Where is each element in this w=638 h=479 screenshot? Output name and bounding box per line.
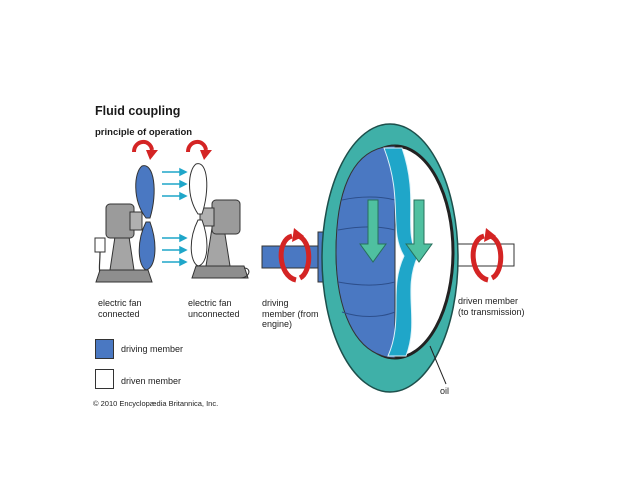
label-fan-connected: electric fan connected [98, 298, 142, 319]
copyright-notice: © 2010 Encyclopædia Britannica, Inc. [93, 399, 219, 408]
fan-connected-illustration [94, 140, 158, 283]
output-rotation-arrow-icon [470, 228, 504, 283]
oil-flow [383, 147, 419, 357]
flow-arrows [359, 199, 433, 263]
diagram-subtitle: principle of operation [95, 127, 193, 138]
legend-swatch-driving [95, 339, 114, 359]
legend-swatch-driven [95, 369, 114, 389]
rotation-arrow-icon [132, 140, 154, 153]
label-driving-member: driving member (from engine) [262, 298, 319, 329]
label-oil: oil [440, 386, 450, 396]
fan-blade-top [135, 165, 155, 219]
label-fan-unconnected: electric fan unconnected [188, 298, 240, 319]
legend-label-driving: driving member [121, 344, 184, 354]
diagram-title: Fluid coupling [95, 104, 181, 118]
input-rotation-arrow-icon [278, 228, 312, 283]
wall-outlet [94, 237, 106, 253]
fan-blade-bottom [138, 221, 156, 271]
label-driven-member: driven member (to transmission) [458, 296, 525, 317]
fan-unconnected-illustration [186, 140, 250, 279]
fan-base [95, 269, 153, 283]
air-flow-arrows [162, 167, 188, 267]
fluid-coupling-illustration [261, 123, 515, 393]
legend-label-driven: driven member [121, 376, 182, 386]
